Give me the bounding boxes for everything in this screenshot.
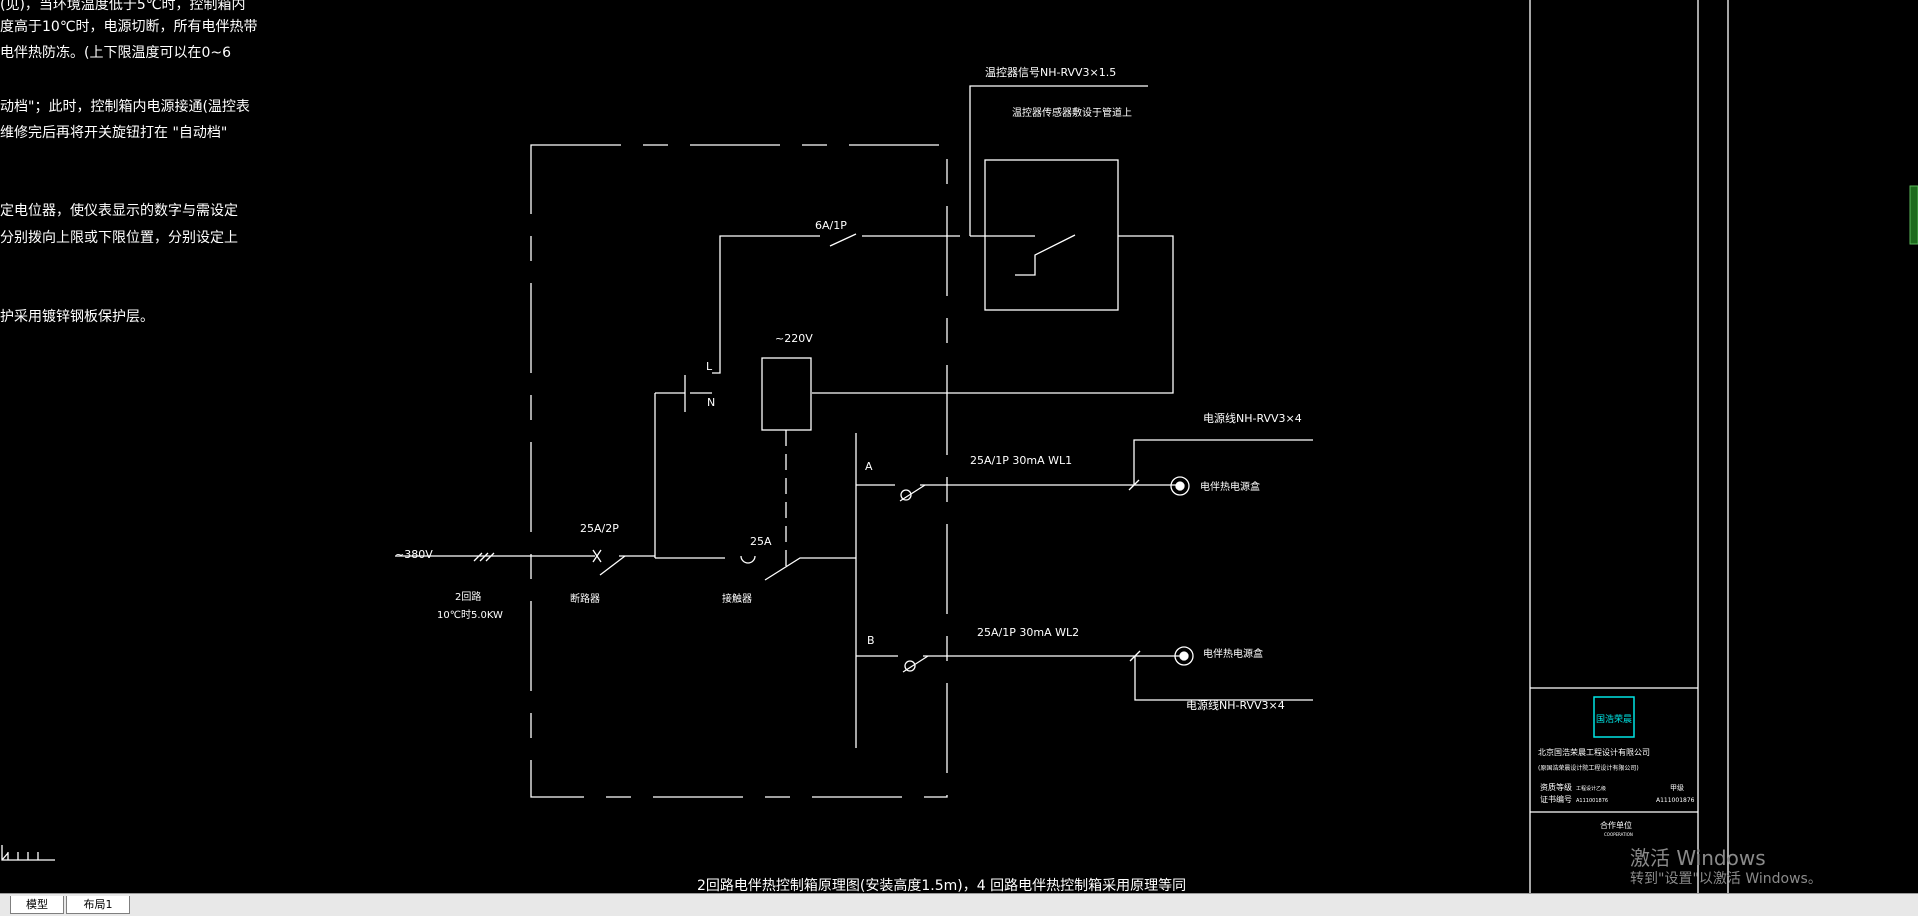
phase-a-label: A (865, 460, 873, 473)
temp-sensor-label: 温控器传感器敷设于管道上 (1012, 106, 1132, 119)
note-line-6: 定电位器，使仪表显示的数字与需设定 (0, 203, 238, 219)
junction-box-1-outer (1170, 476, 1190, 496)
breaker-6a-label: 6A/1P (815, 219, 847, 232)
branch1-blade (899, 484, 926, 502)
junction-box-2-outer (1174, 646, 1194, 666)
control-return-wire (812, 235, 1174, 394)
line-l-label: L (706, 360, 713, 373)
company-logo-frame (1593, 696, 1635, 738)
certificate-label: 证书编号 (1540, 794, 1572, 804)
circuit-note-1: 2回路 (455, 590, 481, 603)
control-circuit-wire (712, 235, 1035, 374)
supply-220-label: ~220V (775, 332, 813, 345)
branch2-rating: 25A/1P 30mA WL2 (977, 626, 1079, 639)
company-name: 北京国浩荣晨工程设计有限公司 (1538, 747, 1650, 757)
main-breaker-label: 25A/2P (580, 522, 619, 535)
relay-coil (761, 357, 812, 431)
cooperation-sub: COOPERATION (1604, 832, 1633, 837)
layout-tab-bar: 模型 布局1 (0, 893, 1918, 916)
temperature-controller-box (984, 159, 1119, 311)
title-block-frame (1529, 0, 1729, 893)
windows-activation-title: 激活 Windows (1630, 846, 1766, 870)
feeder-ticks (473, 552, 495, 562)
note-line-3: 电伴热防冻。(上下限温度可以在0~6 (0, 45, 232, 61)
certificate-right: A111001876 (1656, 797, 1695, 804)
temp-signal-leader (969, 85, 1148, 236)
contactor-arc (740, 555, 756, 564)
certificate-value: A111001876 (1576, 798, 1608, 804)
tab-layout1[interactable]: 布局1 (66, 896, 130, 914)
branch2-rcd (904, 660, 916, 672)
main-breaker-name: 断路器 (570, 592, 600, 605)
supply-380-label: ~380V (395, 548, 433, 561)
company-sub: (原国浩荣晨设计院工程设计有限公司) (1538, 764, 1639, 772)
diagram-caption: 2回路电伴热控制箱原理图(安装高度1.5m)，4 回路电伴热控制箱采用原理等同 (697, 877, 1186, 893)
main-breaker-x (592, 549, 602, 563)
note-line-4: 动档"；此时，控制箱内电源接通(温控表 (0, 99, 250, 115)
junction-box-2-inner (1179, 651, 1189, 661)
note-line-5: 维修完后再将开关旋钮打在 "自动档" (0, 125, 228, 141)
note-line-2: 度高于10℃时，电源切断，所有电伴热带 (0, 19, 258, 35)
junction-box-1-label: 电伴热电源盒 (1200, 480, 1260, 493)
company-logo: 国浩荣晨 (1596, 713, 1632, 725)
drawing-canvas[interactable]: 温控器信号NH-RVV3×1.5 温控器传感器敷设于管道上 6A/1P ~220… (0, 0, 1918, 893)
main-breaker-blade (599, 555, 626, 576)
temp-cable-label: 温控器信号NH-RVV3×1.5 (985, 65, 1116, 79)
control-box-outline (530, 144, 948, 798)
neutral-wire (654, 375, 686, 558)
cable-top-leader (1133, 439, 1313, 485)
junction-box-1-inner (1175, 481, 1185, 491)
windows-activation-subtitle: 转到"设置"以激活 Windows。 (1630, 871, 1822, 887)
qualification-right: 甲级 (1670, 783, 1684, 792)
contactor-name: 接触器 (722, 592, 752, 605)
cable-bottom-label: 电源线NH-RVV3×4 (1186, 698, 1285, 712)
circuit-note-2: 10℃时5.0KW (437, 609, 503, 621)
junction-box-2-label: 电伴热电源盒 (1203, 647, 1263, 660)
thermostat-contact (1015, 234, 1076, 276)
note-line-1: (见)，当环境温度低于5℃时，控制箱内 (0, 0, 246, 13)
tab-model[interactable]: 模型 (10, 896, 64, 914)
main-feed-line (395, 555, 725, 559)
contactor-blade (764, 557, 856, 581)
note-line-7: 分别拨向上限或下限位置，分别设定上 (0, 230, 238, 246)
branch1-rcd (900, 489, 912, 501)
ucs-icon (1, 845, 55, 861)
qualification-value: 工程设计乙级 (1576, 785, 1606, 792)
qualification-label: 资质等级 (1540, 782, 1572, 792)
branch2-blade (902, 655, 929, 673)
note-line-8: 护采用镀锌钢板保护层。 (0, 309, 154, 325)
branch1-rating: 25A/1P 30mA WL1 (970, 454, 1072, 467)
contactor-rating-label: 25A (750, 535, 772, 548)
phase-b-label: B (867, 634, 875, 647)
switch-6a (829, 233, 857, 247)
line-n-label: N (707, 396, 715, 409)
cable-bottom-leader (1134, 656, 1313, 701)
vertical-scroll-indicator[interactable] (1909, 185, 1918, 245)
cable-top-label: 电源线NH-RVV3×4 (1203, 411, 1302, 425)
cooperation-label: 合作单位 (1600, 820, 1632, 830)
